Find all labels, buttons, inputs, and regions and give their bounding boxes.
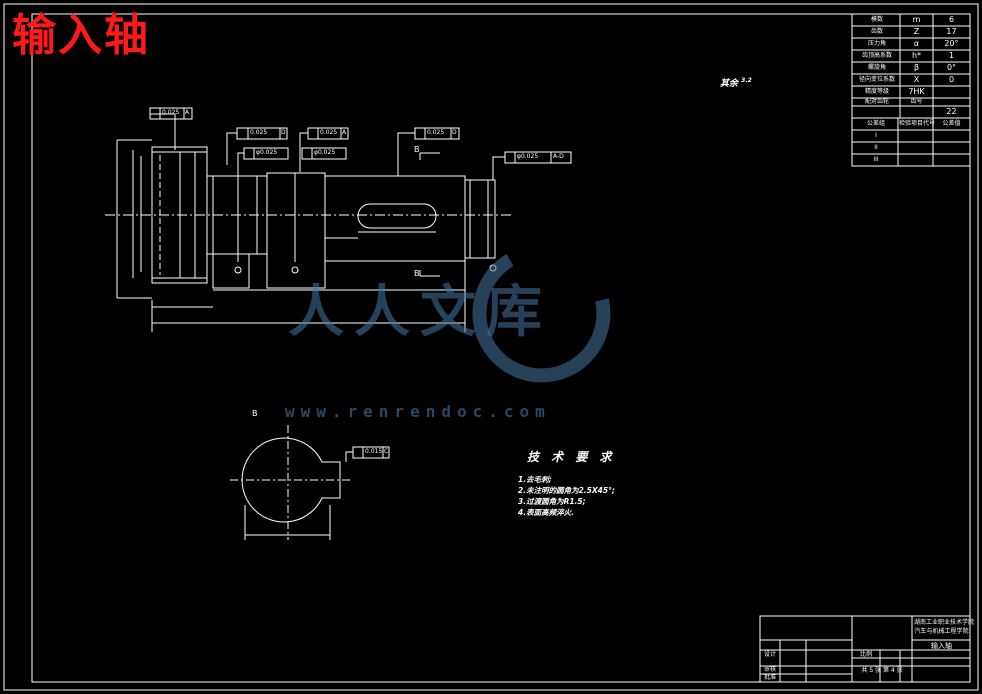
- tol-frame-4-value: 0.025: [427, 129, 445, 136]
- surface-finish-note: 其余 3.2: [720, 76, 752, 89]
- tol-frame-1-datum: A: [185, 109, 190, 116]
- section-b-view: [230, 425, 390, 540]
- tol-frame-6-value: φ0.025: [314, 149, 336, 156]
- gear-row-2-value: 17: [946, 27, 957, 36]
- gear-row-6-name: 径向变位系数: [858, 76, 895, 83]
- gear-row-6-sym: X: [913, 75, 920, 84]
- gear-row-9-name: 公差组: [866, 120, 885, 127]
- drawing-title: 输入轴: [12, 10, 150, 61]
- gear-group-3: III: [873, 156, 879, 163]
- tech-requirement-1: 1.去毛刺;: [518, 475, 552, 484]
- watermark-brand: 人人文库: [288, 280, 552, 345]
- title-block-project: 汽车与机械工程学院: [914, 628, 969, 635]
- gear-row-4-sym: h*: [911, 51, 922, 60]
- gear-row-4-value: 1: [948, 51, 955, 60]
- gear-row-7-name: 精度等级: [864, 88, 889, 95]
- title-block: [759, 615, 971, 683]
- shaft-collar: [212, 253, 250, 289]
- gear-row-8-name: 配对齿轮: [864, 98, 889, 105]
- tol-frame-7-value: φ0.025: [517, 153, 539, 160]
- tol-frame-8-datum: C: [384, 448, 389, 455]
- section-b-view-label: B: [252, 409, 258, 418]
- gear-row-4-name: 齿顶高系数: [861, 52, 892, 59]
- tol-frame-7-datum: A-D: [553, 153, 564, 160]
- surface-finish-value: 3.2: [741, 77, 752, 84]
- gear-row-8-sym: 齿号: [910, 98, 923, 105]
- tech-requirement-3: 3.过渡圆角为R1.5;: [518, 497, 586, 506]
- tol-frame-1-value: 0.025: [162, 109, 180, 116]
- gear-row-7-sym: 7HK: [908, 87, 925, 96]
- shaft-step-2: [266, 172, 326, 289]
- tol-frame-3-value: 0.025: [320, 129, 338, 136]
- title-block-part-name: 输入轴: [931, 642, 952, 650]
- gear-row-3-name: 压力角: [867, 40, 886, 47]
- gear-parameter-table: [851, 13, 971, 167]
- tech-requirement-4: 4.表面高频淬火.: [518, 508, 574, 517]
- title-block-approver: 批准: [763, 674, 776, 681]
- inner-frame: [31, 13, 971, 683]
- gear-row-5-value: 0°: [946, 63, 957, 72]
- title-block-checker: 审核: [763, 666, 776, 673]
- tol-frame-4-datum: D: [452, 129, 457, 136]
- section-b-top-label: B: [414, 145, 420, 154]
- tol-frame-8-value: 0.015: [365, 448, 383, 455]
- title-block-designer: 设计: [763, 651, 776, 658]
- outer-frame: [3, 3, 979, 691]
- gear-row-9-sym: 检验项目代号: [899, 120, 936, 127]
- tol-frame-2-datum: D: [281, 129, 286, 136]
- gear-group-2: II: [874, 144, 878, 151]
- tol-frame-5-value: φ0.025: [256, 149, 278, 156]
- title-block-sheet: 共 5 张 第 4 张: [861, 667, 903, 674]
- gear-row-3-value: 20°: [944, 39, 959, 48]
- shaft-step-3: [324, 175, 466, 262]
- tech-requirement-2: 2.未注明的圆角为2.5X45°;: [518, 486, 615, 495]
- gear-row-9-value: 公差值: [942, 120, 961, 127]
- section-b-outline: [241, 437, 341, 523]
- watermark-logo: [472, 253, 611, 383]
- tol-frame-3-datum: A: [342, 129, 347, 136]
- title-block-school: 湖南工业职业技术学院: [914, 619, 975, 626]
- gear-row-2-sym: Z: [913, 27, 920, 36]
- tol-frame-2-value: 0.025: [250, 129, 268, 136]
- shaft-end: [464, 179, 496, 259]
- surface-finish-label: 其余: [720, 79, 739, 89]
- gear-row-1-value: 6: [948, 15, 955, 24]
- watermark-url: www.renrendoc.com: [285, 402, 551, 421]
- gear-row-1-sym: m: [912, 15, 921, 24]
- keyway: [357, 203, 437, 229]
- gear-row-6-value: 0: [948, 75, 955, 84]
- gear-row-5-sym: β: [913, 63, 920, 72]
- gear-row-5-name: 螺旋角: [867, 64, 886, 71]
- gear-row-3-sym: α: [913, 39, 920, 48]
- tech-requirements-heading: 技 术 要 求: [527, 450, 616, 464]
- gear-row-2-name: 齿数: [870, 28, 883, 35]
- title-block-scale: 比例: [859, 651, 872, 658]
- gear-group-1: I: [875, 132, 877, 139]
- section-b-bottom-label: B: [414, 269, 420, 278]
- gear-row-8-value: 22: [946, 107, 957, 116]
- shaft-elevation: [105, 107, 572, 332]
- gear-row-1-name: 模数: [870, 16, 883, 23]
